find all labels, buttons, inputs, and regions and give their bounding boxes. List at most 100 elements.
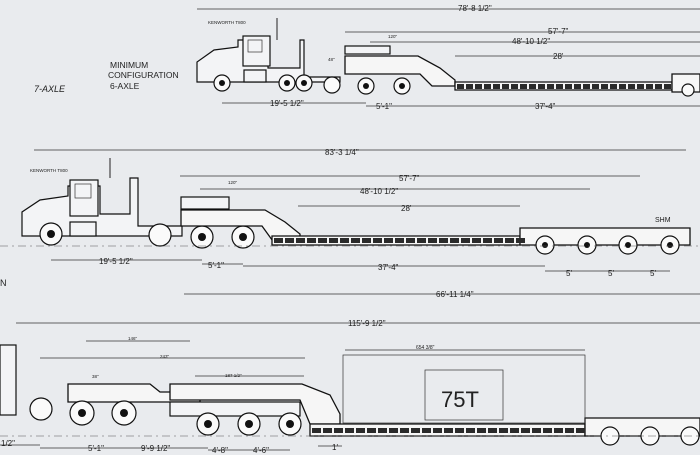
dim-115-9: 115'-9 1/2": [348, 319, 386, 328]
left-edge-letter: N: [0, 278, 7, 288]
deck-pad-top: [628, 84, 635, 89]
deck-pad-bottom: [565, 428, 574, 433]
dim-1: 1': [332, 443, 338, 452]
deck-pad-top: [574, 84, 581, 89]
deck-pad-top: [583, 84, 590, 89]
deck-pad-mid: [362, 238, 371, 243]
dim-66-11: 66'-11 1/4": [436, 290, 474, 299]
deck-pad-mid: [505, 238, 514, 243]
deck-pad-mid: [307, 238, 316, 243]
deck-pad-top: [610, 84, 617, 89]
deck-pad-mid: [428, 238, 437, 243]
deck-pad-bottom: [411, 428, 420, 433]
dim-5-1-bottom: 5'-1": [88, 444, 104, 453]
dim-120-mid: 120": [228, 180, 238, 185]
deck-pad-top: [664, 84, 671, 89]
deck-pad-mid: [483, 238, 492, 243]
dim-57-7: 57'-7": [548, 27, 569, 36]
dim-4-8: 4'-8": [212, 446, 228, 455]
deck-pad-mid: [318, 238, 327, 243]
deck-pad-mid: [340, 238, 349, 243]
dim-overall-mid: 83'-3 1/4": [325, 148, 359, 157]
deck-pad-mid: [296, 238, 305, 243]
deck-pad-top: [457, 84, 464, 89]
min-config-line3: 6-AXLE: [110, 81, 140, 91]
deck-pad-bottom: [345, 428, 354, 433]
deck-pad-bottom: [334, 428, 343, 433]
deck-pad-bottom: [521, 428, 530, 433]
min-config-line1: MINIMUM: [110, 60, 148, 70]
deck-pad-top: [601, 84, 608, 89]
deck-pad-bottom: [554, 428, 563, 433]
deck-pad-mid: [285, 238, 294, 243]
min-config-line2: CONFIGURATION: [108, 70, 179, 80]
deck-pad-top: [547, 84, 554, 89]
dim-28-mid: 28': [401, 204, 412, 213]
deck-pad-mid: [274, 238, 283, 243]
dim-4-6: 4'-6": [253, 446, 269, 455]
dim-187: 187 1/2": [225, 373, 242, 378]
deck-pad-bottom: [312, 428, 321, 433]
shm-label: SHM: [655, 217, 671, 224]
deck-pad-bottom: [455, 428, 464, 433]
truck-mid: KENWORTH T800: [21, 158, 255, 249]
axle-count-label: 7-AXLE: [34, 84, 66, 94]
config-top: 7-AXLE MINIMUM CONFIGURATION 6-AXLE KENW…: [34, 4, 700, 111]
dim-9-9: 9'-9 1/2": [141, 444, 170, 453]
deck-pad-mid: [439, 238, 448, 243]
deck-pad-top: [655, 84, 662, 89]
deck-pad-bottom: [389, 428, 398, 433]
deck-pad-top: [520, 84, 527, 89]
deck-pad-bottom: [367, 428, 376, 433]
dim-left: 1/2": [1, 439, 15, 448]
dim-5c-mid: 5': [650, 269, 656, 278]
dim-57-7-mid: 57'-7": [399, 174, 420, 183]
dim-654: 654 3/8": [416, 345, 435, 351]
truck-top: KENWORTH T800: [196, 18, 341, 94]
dim-120: 120": [388, 34, 398, 39]
deck-pad-top: [565, 84, 572, 89]
deck-pad-mid: [461, 238, 470, 243]
dim-37-4: 37'-4": [535, 102, 556, 111]
deck-pad-mid: [472, 238, 481, 243]
dim-48-10: 48'-10 1/2": [512, 37, 550, 46]
deck-pad-top: [484, 84, 491, 89]
deck-pad-mid: [516, 238, 525, 243]
deck-pad-top: [511, 84, 518, 89]
deck-pad-mid: [373, 238, 382, 243]
deck-pad-mid: [395, 238, 404, 243]
dim-48-10-mid: 48'-10 1/2": [360, 187, 398, 196]
deck-pad-bottom: [576, 428, 585, 433]
deck-pad-top: [538, 84, 545, 89]
deck-pad-mid: [450, 238, 459, 243]
trailer-top: [344, 45, 700, 97]
dim-37-4-mid: 37'-4": [378, 263, 399, 272]
deck-pad-top: [493, 84, 500, 89]
deck-pad-bottom: [378, 428, 387, 433]
deck-pad-top: [466, 84, 473, 89]
deck-pad-mid: [406, 238, 415, 243]
deck-pad-bottom: [499, 428, 508, 433]
dims-mid: 83'-3 1/4" 57'-7" 48'-10 1/2" 120" 28' 1…: [34, 148, 686, 278]
deck-pad-top: [556, 84, 563, 89]
deck-pad-mid: [494, 238, 503, 243]
deck-pad-top: [502, 84, 509, 89]
deck-pad-top: [646, 84, 653, 89]
deck-pad-bottom: [466, 428, 475, 433]
deck-pad-top: [529, 84, 536, 89]
deck-pad-bottom: [477, 428, 486, 433]
dim-5a-mid: 5': [566, 269, 572, 278]
deck-pad-mid: [351, 238, 360, 243]
load-75t: 75T: [342, 354, 586, 424]
load-label: 75T: [441, 387, 479, 412]
deck-pad-bottom: [422, 428, 431, 433]
deck-pad-bottom: [400, 428, 409, 433]
truck-model-label: KENWORTH T800: [208, 20, 246, 25]
dim-19-5-mid: 19'-5 1/2": [99, 257, 133, 266]
deck-pad-bottom: [510, 428, 519, 433]
deck-pad-top: [619, 84, 626, 89]
deck-pad-bottom: [356, 428, 365, 433]
deck-pad-bottom: [488, 428, 497, 433]
deck-pad-top: [592, 84, 599, 89]
dim-48: 48": [328, 57, 335, 62]
